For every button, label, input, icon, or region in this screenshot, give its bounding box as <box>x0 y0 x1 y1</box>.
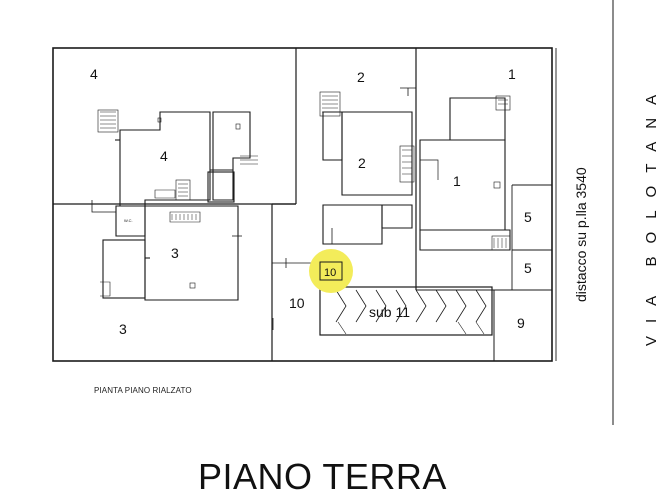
label-wc: W.C. <box>124 218 133 223</box>
label-street: VIA BOLOTANA <box>643 82 660 346</box>
drawing-title: PIANO TERRA <box>198 456 447 497</box>
building-4 <box>97 109 258 207</box>
garage-sub-11 <box>319 286 493 336</box>
label-lot-5-upper: 5 <box>524 209 532 225</box>
label-sub-11: sub 11 <box>369 304 410 320</box>
highlight-marker <box>309 249 353 293</box>
building-1 <box>419 95 511 251</box>
label-lot-1-outer: 1 <box>508 66 516 82</box>
label-lot-3-outer: 3 <box>119 321 127 337</box>
label-lot-9: 9 <box>517 315 525 331</box>
building-2 <box>319 87 416 245</box>
label-lot-10: 10 <box>289 295 305 311</box>
label-lot-4-outer: 4 <box>90 66 98 82</box>
label-lot-2-inner: 2 <box>358 155 366 171</box>
label-lot-3-inner: 3 <box>171 245 179 261</box>
label-lot-4-inner: 4 <box>160 148 168 164</box>
building-3 <box>91 200 242 301</box>
label-lot-5-lower: 5 <box>524 260 532 276</box>
label-lot-2-outer: 2 <box>357 69 365 85</box>
label-lot-10-marker: 10 <box>324 267 336 279</box>
label-distance-note: distacco su p.lla 3540 <box>573 167 589 302</box>
label-lot-1-inner: 1 <box>453 173 461 189</box>
drawing-subtitle: PIANTA PIANO RIALZATO <box>94 386 192 395</box>
